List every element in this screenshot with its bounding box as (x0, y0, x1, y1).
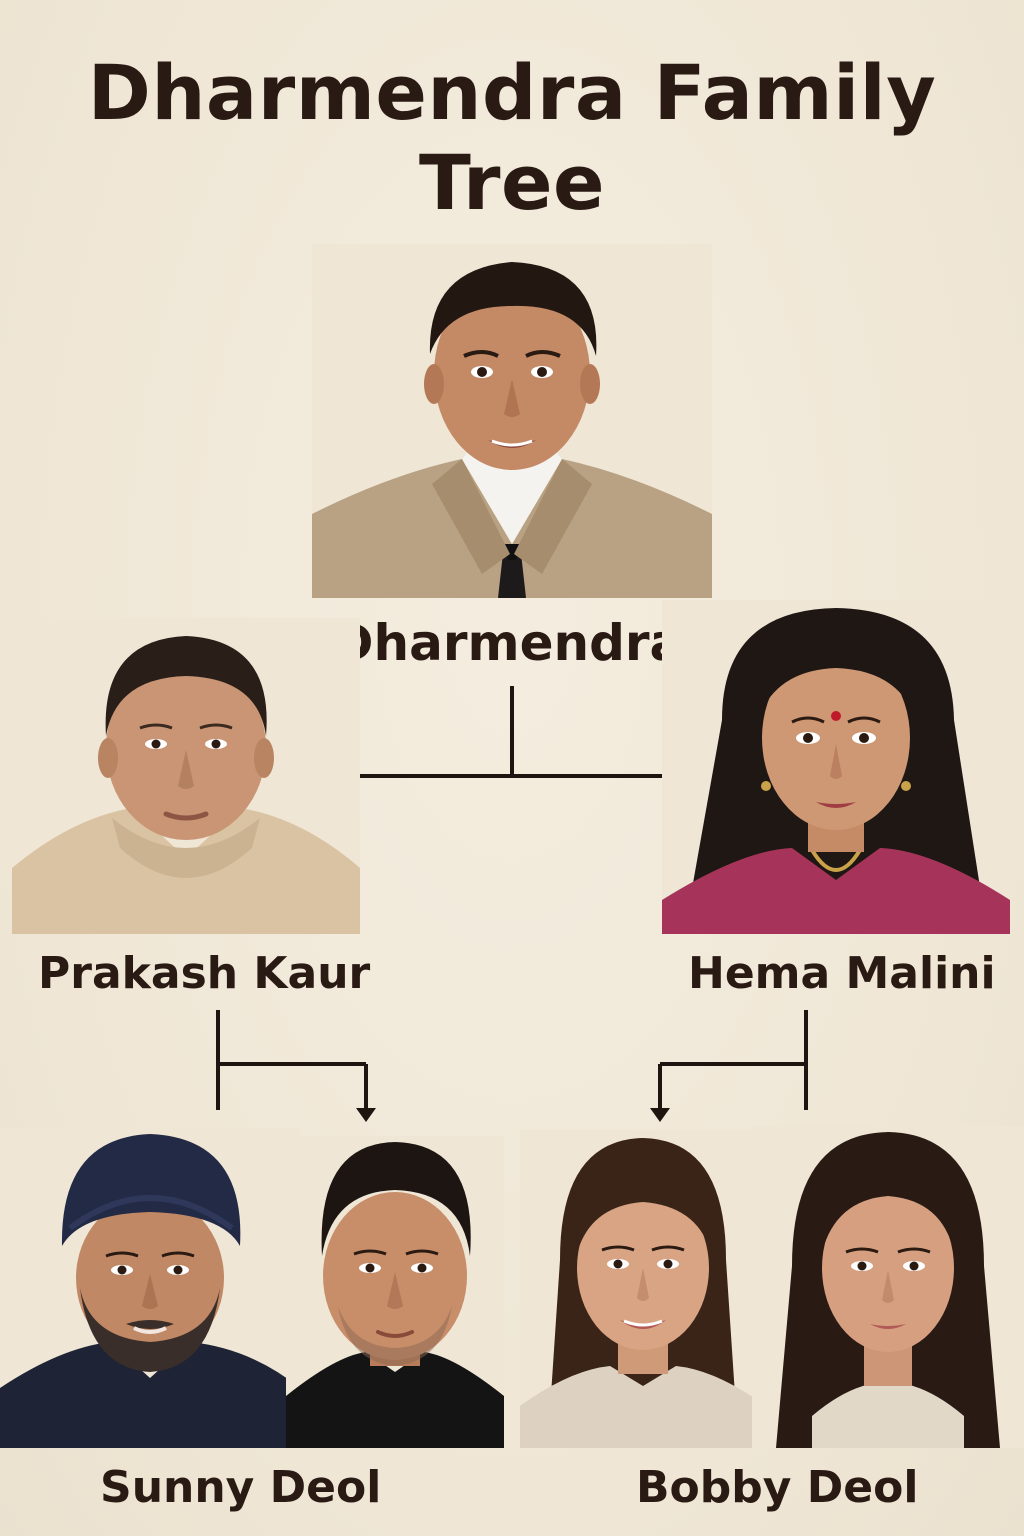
daughter-right-portrait (752, 1126, 1024, 1448)
person-name-dharmendra: Dharmendra (332, 614, 684, 672)
arrowhead-prakash-child (356, 1108, 376, 1122)
prakash-kaur-portrait (12, 618, 360, 934)
person-name-hema-malini: Hema Malini (688, 948, 996, 999)
hema-malini-portrait (662, 600, 1010, 934)
daughter-left-portrait (520, 1130, 766, 1448)
person-name-sunny-deol: Sunny Deol (100, 1462, 382, 1513)
bobby-deol-portrait (286, 1136, 504, 1448)
page-title: Dharmendra Family Tree (87, 48, 937, 227)
dharmendra-portrait (312, 244, 712, 598)
arrowhead-hema-child (650, 1108, 670, 1122)
person-name-prakash-kaur: Prakash Kaur (38, 948, 371, 999)
person-name-bobby-deol: Bobby Deol (636, 1462, 919, 1513)
sunny-deol-portrait (0, 1128, 300, 1448)
